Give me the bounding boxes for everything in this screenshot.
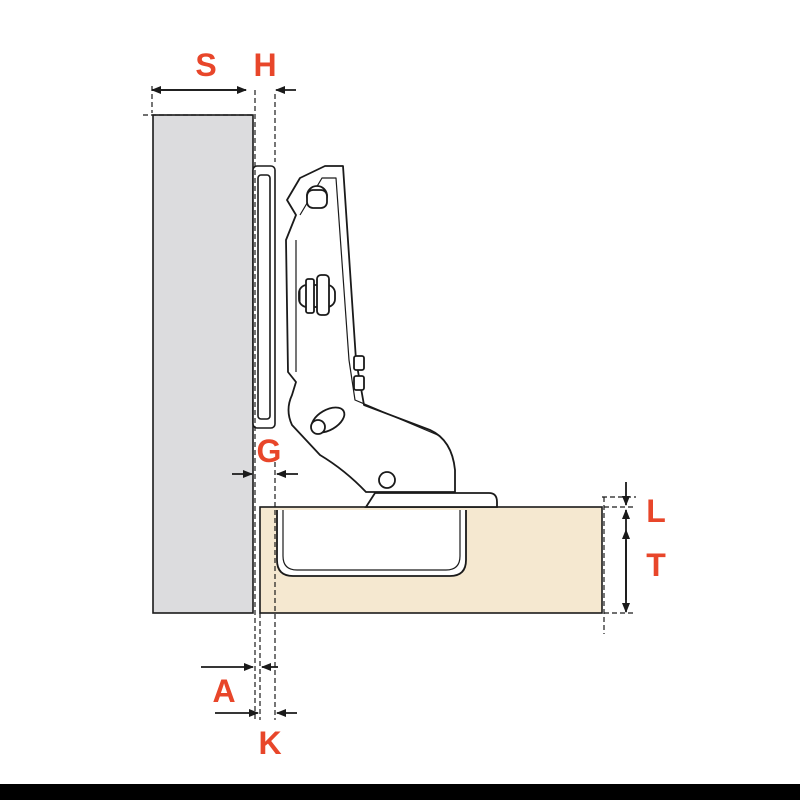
mounting-plate (252, 165, 276, 429)
dimension-label-h: H (253, 47, 276, 83)
dimension-label-a: A (212, 673, 235, 709)
dimension-label-t: T (646, 547, 666, 583)
hinge-cup-flange (364, 492, 498, 508)
hinge-arm (285, 165, 456, 493)
hinge-cup-bore (276, 510, 467, 577)
dimension-label-l: L (646, 493, 666, 529)
dimension-label-s: S (195, 47, 216, 83)
dimension-label-k: K (258, 725, 281, 761)
dimension-label-g: G (257, 433, 282, 469)
bottom-bar (0, 784, 800, 800)
dimension-arrows (151, 86, 630, 717)
cabinet-side-panel (152, 114, 254, 614)
